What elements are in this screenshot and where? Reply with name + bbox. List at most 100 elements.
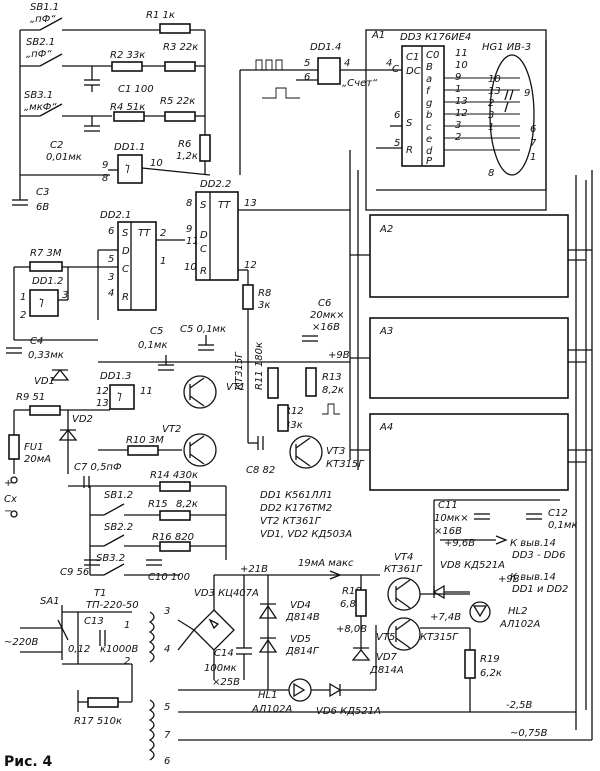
v9b-label: +9В: [498, 574, 520, 585]
v9-6-label: +9,6В: [444, 538, 475, 549]
sb3-2-label: SB3.2: [96, 553, 125, 564]
svg-text:4: 4: [108, 288, 114, 299]
vt2-transistor: [183, 433, 217, 467]
r14-label: R14 430к: [150, 470, 198, 481]
svg-text:+: +: [4, 478, 12, 489]
sb1-1-label: SB1.1: [30, 2, 59, 13]
svg-text:B: B: [426, 62, 433, 73]
r16-label: R16 820: [152, 532, 194, 543]
cx-label: Cx: [4, 494, 17, 505]
vd6-diode: [329, 682, 342, 698]
cx-terminal-minus[interactable]: [10, 510, 18, 518]
a3-label: A3: [379, 326, 393, 337]
svg-text:2: 2: [160, 228, 166, 239]
r4-resistor: [113, 111, 145, 122]
t1-primary-winding: [148, 611, 155, 663]
dd1-3-gate: [109, 384, 135, 410]
r7-resistor: [29, 261, 63, 272]
svg-text:TT: TT: [138, 228, 151, 239]
svg-text:10: 10: [455, 60, 468, 71]
power-supply: SA1 T1 ТП-220-50 ~220В C13 0,12 к1000В R…: [4, 499, 592, 767]
svg-text:3: 3: [164, 606, 170, 617]
svg-text:S: S: [200, 200, 207, 211]
svg-text:1: 1: [124, 620, 130, 631]
c11-value: 10мк×: [434, 513, 469, 524]
svg-text:6: 6: [164, 756, 170, 767]
svg-text:1: 1: [160, 256, 166, 267]
r10-resistor: [127, 445, 159, 456]
cx-terminal-plus[interactable]: [10, 476, 18, 484]
svg-text:11: 11: [186, 236, 199, 247]
svg-text:1: 1: [530, 152, 536, 163]
r18-resistor: [355, 589, 367, 617]
c11-label: C11: [438, 500, 458, 511]
svg-text:C: C: [200, 244, 207, 255]
to-pin14-b: К выв.14: [510, 572, 556, 583]
svg-text:D: D: [200, 230, 208, 241]
vd5-label: VD5: [290, 634, 311, 645]
svg-text:P: P: [426, 156, 433, 167]
a2-label: A2: [379, 224, 393, 235]
vt3-label: VT3: [326, 446, 345, 457]
parts-line-1: DD1 К561ЛЛ1: [260, 490, 333, 501]
svg-text:Ⴈ: Ⴈ: [124, 163, 130, 176]
r8-label: R8: [258, 288, 271, 299]
vd4-type: Д814В: [285, 612, 320, 623]
vt1-label: VT1: [226, 382, 245, 393]
dd2-1-chip: [117, 221, 157, 311]
vt4-transistor: [387, 577, 421, 611]
oscillator-section: R7 3М DD1.2 Ⴈ 1 2 3 C4 0,33мк: [6, 248, 118, 361]
v7-4-label: +7,4В: [430, 612, 461, 623]
range-switch-section: SB1.1 „пФ“ SB2.1 „пФ“ SB3.1 „мкФ“ R1 1к …: [12, 2, 211, 213]
sb3-1-unit: „мкФ“: [24, 102, 57, 113]
svg-text:6: 6: [530, 124, 536, 135]
v21-label: +21В: [240, 564, 268, 575]
c4-label: C4: [30, 336, 43, 347]
svg-text:5: 5: [164, 702, 170, 713]
schet-label: „Счет“: [342, 78, 378, 89]
svg-text:S: S: [122, 228, 129, 239]
c6-value: 20мк×: [310, 310, 345, 321]
svg-text:c: c: [426, 122, 432, 133]
dd3-label: DD3 К176ИЕ4: [400, 32, 471, 43]
r1-label: R1 1к: [146, 10, 175, 21]
to-dd1-dd2: DD1 и DD2: [512, 584, 568, 595]
c12-label: C12: [548, 508, 568, 519]
c5a-value: 0,1мк: [138, 340, 168, 351]
dd1-2-gate: [29, 289, 59, 317]
vd3-label: VD3 КЦ407А: [194, 588, 259, 599]
svg-text:R: R: [406, 145, 413, 156]
r8-value: 3к: [258, 300, 270, 311]
svg-text:−: −: [4, 506, 12, 517]
svg-text:C: C: [122, 264, 129, 275]
c1-label: C1 100: [118, 84, 154, 95]
t1-secondary-winding: [148, 699, 155, 761]
r12-resistor: [277, 404, 289, 432]
a4-label: A4: [379, 422, 393, 433]
svg-text:3: 3: [62, 290, 68, 301]
bridge-diode-icon: [208, 618, 220, 630]
counter-a1-block: A1 DD3 К176ИЕ4 C1 DC S R C0 B a f g b c …: [365, 29, 547, 211]
svg-text:10: 10: [488, 74, 501, 85]
svg-text:6: 6: [304, 72, 310, 83]
c5a-label: C5: [150, 326, 163, 337]
svg-text:9: 9: [186, 224, 192, 235]
sb2-2-label: SB2.2: [104, 522, 133, 533]
svg-text:a: a: [426, 74, 432, 85]
parts-line-2: DD2 К176ТМ2: [260, 503, 332, 514]
r15-resistor: [159, 510, 191, 521]
input-stage: VD1 DD1.3 Ⴈ 12 13 11 R9 51 FU1 20мА VD2 …: [4, 324, 350, 518]
r6-resistor: [199, 134, 211, 162]
hl1-type: АЛ102А: [251, 704, 292, 715]
c14-value: 100мк: [204, 663, 237, 674]
svg-text:C0: C0: [426, 50, 439, 61]
c3-label: C3: [36, 187, 49, 198]
r13-value: 8,2к: [322, 385, 344, 396]
r19-label: R19: [480, 654, 500, 665]
svg-text:e: e: [426, 134, 432, 145]
r13-label: R13: [322, 372, 342, 383]
r18-value: 6,8к: [340, 599, 362, 610]
c13-b: к1000В: [100, 644, 138, 655]
a3-module: [369, 317, 569, 399]
svg-text:6: 6: [108, 226, 114, 237]
